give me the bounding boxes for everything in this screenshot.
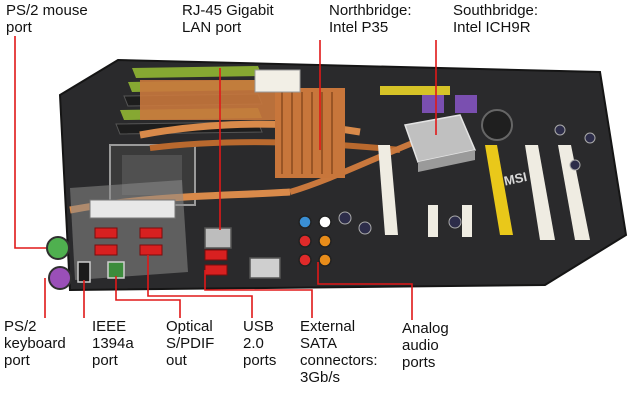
- purple-connector: [455, 95, 477, 113]
- capacitors: [338, 124, 596, 235]
- purple-connector: [422, 95, 444, 113]
- label-optical: Optical S/PDIF out: [166, 318, 215, 369]
- copper-heatpipes: [69, 69, 422, 214]
- usb-ports: [249, 257, 281, 279]
- label-southbridge: Southbridge: Intel ICH9R: [453, 2, 539, 36]
- label-usb: USB 2.0 ports: [243, 318, 277, 369]
- pointer-usb: [147, 255, 253, 318]
- pointer-lines: [14, 36, 437, 320]
- cmos-battery: [481, 109, 513, 141]
- optical-spdif-port: [107, 261, 125, 279]
- pointer-esata: [204, 270, 313, 318]
- brand-logo: MSI: [503, 169, 529, 188]
- label-ps2-keyboard: PS/2 keyboard port: [4, 318, 66, 369]
- red-connector-cluster: [94, 227, 228, 276]
- label-esata: External SATA connectors: 3Gb/s: [300, 318, 378, 386]
- pointer-audio: [317, 262, 413, 320]
- label-ps2-mouse: PS/2 mouse port: [6, 2, 88, 36]
- audio-jacks: [298, 215, 332, 267]
- ps2-mouse-port: [46, 236, 70, 260]
- header-strip: [380, 86, 450, 95]
- pointer-ps2-mouse: [14, 36, 46, 249]
- label-ieee1394: IEEE 1394a port: [92, 318, 134, 369]
- southbridge-heatsink: [404, 114, 477, 172]
- rj45-port: [204, 227, 232, 249]
- expansion-slots: [378, 145, 590, 240]
- ieee1394-port: [77, 261, 91, 283]
- label-northbridge: Northbridge: Intel P35: [329, 2, 412, 36]
- label-rj45: RJ-45 Gigabit LAN port: [182, 2, 274, 36]
- pointer-optical: [115, 276, 181, 318]
- label-audio: Analog audio ports: [402, 320, 449, 371]
- ps2-keyboard-port: [48, 266, 72, 290]
